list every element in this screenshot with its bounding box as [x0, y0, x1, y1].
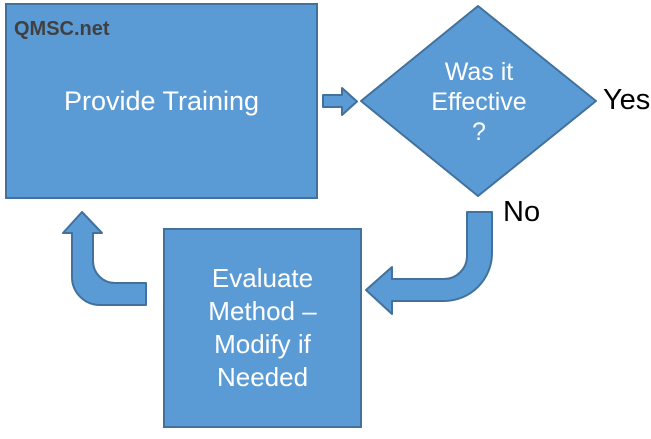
no-branch-label: No	[503, 196, 541, 228]
decision-label-line-2: Effective	[431, 88, 527, 116]
decision-diamond-shape	[360, 5, 597, 197]
evaluate-method-box: Evaluate Method – Modify if Needed	[163, 228, 362, 428]
decision-label: Was it Effective ?	[379, 57, 579, 147]
evaluate-label-line-2: Method –	[208, 296, 317, 326]
provide-training-label: Provide Training	[63, 86, 260, 116]
decision-label-line-1: Was it	[444, 58, 514, 86]
watermark-text: QMSC.net	[14, 18, 110, 40]
evaluate-label-line-1: Evaluate	[211, 263, 314, 293]
evaluate-label-line-3: Modify if	[214, 329, 311, 359]
decision-label-line-3: ?	[472, 118, 486, 146]
no-branch-bent-arrow-icon	[365, 211, 493, 315]
yes-branch-label: Yes	[603, 84, 651, 116]
evaluate-method-label: Evaluate Method – Modify if Needed	[208, 262, 316, 394]
connector-right-arrow-icon	[322, 87, 358, 116]
provide-training-box: QMSC.net Provide Training	[5, 3, 318, 199]
evaluate-label-line-4: Needed	[216, 362, 309, 392]
return-bent-up-arrow-icon	[62, 211, 147, 306]
